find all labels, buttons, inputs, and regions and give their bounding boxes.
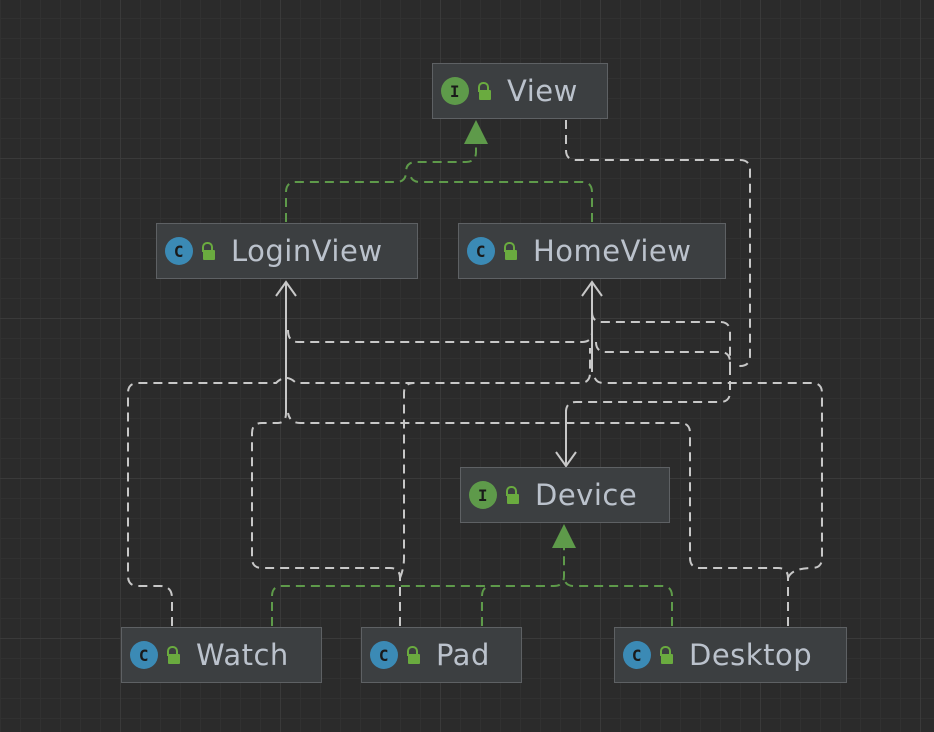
dependency-edges: [127, 120, 823, 626]
class-icon: C: [467, 237, 495, 265]
node-desktop-label: Desktop: [689, 638, 813, 672]
node-watch-label: Watch: [196, 638, 289, 672]
edge-homeview-bus-right2: [595, 341, 731, 363]
node-watch[interactable]: C Watch: [121, 627, 322, 683]
implements-arrowhead-view: [464, 120, 488, 144]
edge-loginview-homeview-bus: [287, 329, 593, 343]
edge-desktop-depends-views: [287, 412, 789, 626]
edge-view-depends-device: [565, 120, 751, 367]
edge-watch-implements-device: [271, 548, 565, 626]
dependency-arrows: [275, 280, 603, 468]
class-icon: C: [370, 641, 398, 669]
arrowhead-loginview: [275, 280, 297, 297]
public-lock-icon: [404, 644, 420, 666]
node-view-label: View: [507, 74, 578, 108]
node-desktop[interactable]: C Desktop: [614, 627, 847, 683]
implements-edges-device: [271, 548, 673, 626]
interface-icon: I: [469, 481, 497, 509]
public-lock-icon: [199, 240, 215, 262]
node-device-label: Device: [535, 478, 638, 512]
node-loginview-label: LoginView: [231, 234, 383, 268]
interface-icon: I: [441, 77, 469, 105]
node-pad[interactable]: C Pad: [361, 627, 522, 683]
arrowhead-homeview: [581, 280, 603, 297]
node-homeview[interactable]: C HomeView: [458, 223, 726, 279]
edge-watch-depends-views: [127, 348, 591, 626]
node-pad-label: Pad: [436, 638, 490, 672]
edge-bus-to-device: [565, 366, 731, 440]
public-lock-icon: [475, 80, 491, 102]
implements-arrowhead-device: [552, 524, 576, 548]
edge-pad-depends-homeview: [399, 382, 415, 579]
edge-pad-implements-device: [481, 585, 554, 626]
node-device[interactable]: I Device: [460, 467, 670, 523]
edge-homeview-implements-view: [409, 171, 593, 222]
public-lock-icon: [657, 644, 673, 666]
node-view[interactable]: I View: [432, 63, 608, 119]
public-lock-icon: [503, 484, 519, 506]
edge-desktop-depends-homeview: [593, 372, 823, 579]
implements-edges-view: [285, 145, 593, 222]
class-icon: C: [623, 641, 651, 669]
edge-loginview-implements-view: [285, 145, 477, 222]
node-homeview-label: HomeView: [533, 234, 692, 268]
edge-pad-depends-views: [251, 400, 401, 626]
node-loginview[interactable]: C LoginView: [156, 223, 418, 279]
arrowhead-device: [555, 451, 577, 468]
class-icon: C: [165, 237, 193, 265]
public-lock-icon: [501, 240, 517, 262]
edge-homeview-bus-right: [591, 311, 731, 366]
class-icon: C: [130, 641, 158, 669]
edge-desktop-implements-device: [563, 575, 673, 626]
public-lock-icon: [164, 644, 180, 666]
